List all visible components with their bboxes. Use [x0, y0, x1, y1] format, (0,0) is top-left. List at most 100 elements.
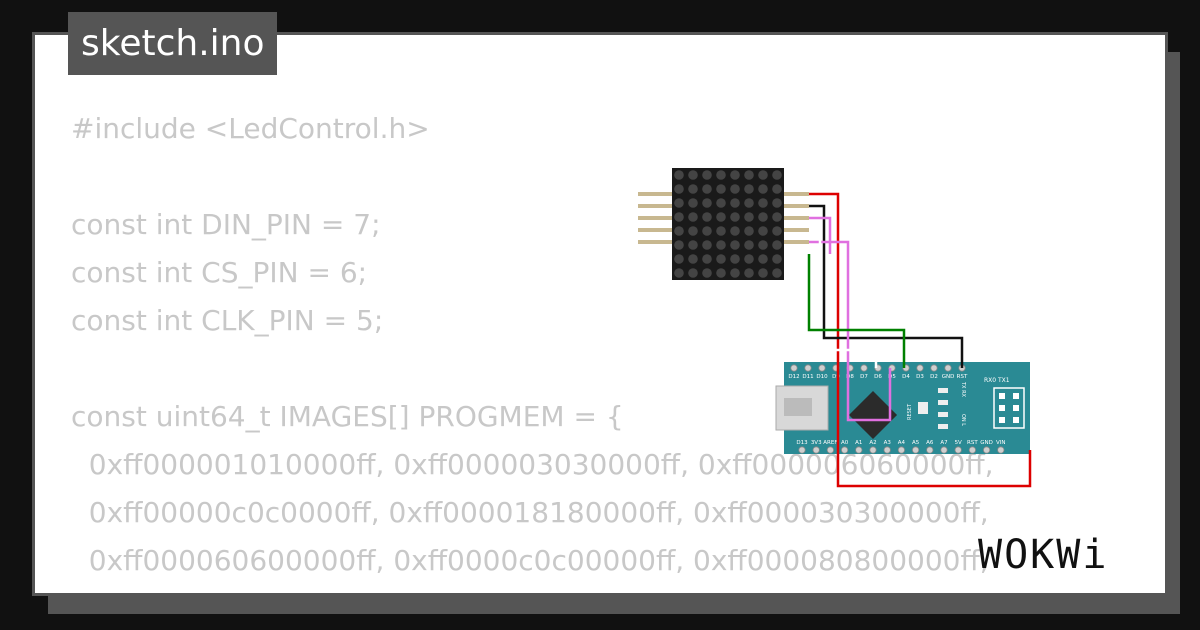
led-matrix[interactable]: [638, 168, 809, 280]
pin-label: GND: [942, 374, 955, 380]
pin-hole[interactable]: [944, 364, 952, 372]
led-dot: [702, 268, 712, 278]
led-dot: [758, 268, 768, 278]
bottom-pin-row: [798, 446, 1005, 454]
led-dot: [772, 226, 782, 236]
pin-hole[interactable]: [954, 446, 962, 454]
pin-label: D13: [796, 440, 808, 446]
led-dot: [758, 240, 768, 250]
pin-label: D4: [902, 374, 910, 380]
led-dot: [674, 268, 684, 278]
usb-connector: [775, 385, 829, 431]
reset-button[interactable]: [918, 402, 928, 414]
pin-label: 5V: [955, 440, 962, 446]
led-dot: [674, 240, 684, 250]
led-dot: [744, 198, 754, 208]
led-dot: [772, 198, 782, 208]
led-dot: [702, 184, 712, 194]
pin-hole[interactable]: [883, 446, 891, 454]
pin-hole[interactable]: [798, 446, 806, 454]
pin-label: D10: [816, 374, 828, 380]
led-dot: [730, 184, 740, 194]
led-dot: [688, 226, 698, 236]
pin-label: RST: [957, 374, 968, 380]
pin-label: A7: [940, 440, 948, 446]
wokwi-logo: WOKWi: [978, 532, 1108, 578]
led-dot: [702, 226, 712, 236]
pin-hole[interactable]: [869, 446, 877, 454]
pin-hole[interactable]: [841, 446, 849, 454]
led-dot: [702, 212, 712, 222]
pin-hole[interactable]: [930, 364, 938, 372]
pin-label: D8: [846, 374, 854, 380]
led-dot: [702, 198, 712, 208]
status-leds: [938, 388, 948, 429]
pin-hole[interactable]: [997, 446, 1005, 454]
pin-label: A4: [898, 440, 906, 446]
pin-label: D11: [802, 374, 813, 380]
led-dot: [730, 226, 740, 236]
pin-hole[interactable]: [968, 446, 976, 454]
pin-hole[interactable]: [812, 446, 820, 454]
pin-hole[interactable]: [911, 446, 920, 454]
led-dot: [674, 184, 684, 194]
pin-label: A2: [869, 440, 876, 446]
led-dot: [772, 170, 782, 180]
pin-label: A5: [912, 440, 920, 446]
pin-label: RST: [967, 440, 978, 446]
led-dot: [772, 268, 782, 278]
pin-hole[interactable]: [818, 364, 826, 372]
pin-label: A1: [855, 440, 862, 446]
led-dot: [674, 226, 684, 236]
led-dot: [772, 240, 782, 250]
code-line: const int CS_PIN = 6;: [71, 256, 368, 289]
wire-cs: [809, 228, 878, 368]
wire-din: [809, 240, 892, 422]
led-dot: [744, 170, 754, 180]
led-dot: [730, 254, 740, 264]
pin-hole[interactable]: [982, 446, 991, 454]
pin-hole[interactable]: [897, 446, 905, 454]
led-dot: [716, 212, 726, 222]
led-dot: [744, 184, 754, 194]
led-dot: [772, 184, 782, 194]
pin-hole[interactable]: [926, 446, 934, 454]
led-dot: [730, 212, 740, 222]
svg-text:WOKWi: WOKWi: [978, 532, 1108, 578]
pin-hole[interactable]: [940, 446, 948, 454]
led-dot: [716, 184, 726, 194]
led-dot: [716, 170, 726, 180]
file-tab-label: sketch.ino: [81, 23, 265, 64]
code-line: #include <LedControl.h>: [71, 112, 430, 145]
pin-label: AREF: [823, 440, 837, 446]
pin-label: A0: [841, 440, 849, 446]
led-dot: [744, 240, 754, 250]
pin-hole[interactable]: [855, 446, 863, 454]
led-dot: [716, 240, 726, 250]
pin-hole[interactable]: [860, 364, 868, 372]
led-dot: [744, 212, 754, 222]
pin-hole[interactable]: [916, 364, 924, 372]
led-dot: [730, 240, 740, 250]
pin-hole[interactable]: [790, 364, 798, 372]
pin-label: D7: [860, 374, 868, 380]
pin-label: GND: [980, 440, 993, 446]
pin-hole[interactable]: [826, 446, 834, 454]
led-dot: [688, 212, 698, 222]
led-dot: [688, 240, 698, 250]
code-line: 0xff00000c0c0000ff, 0xff000018180000ff, …: [71, 496, 989, 529]
pin-hole[interactable]: [804, 364, 812, 372]
microcontroller-chip: [848, 390, 898, 440]
led-dot: [758, 170, 768, 180]
file-tab[interactable]: sketch.ino: [68, 12, 278, 75]
pin-label: A3: [884, 440, 892, 446]
tx-rx-label: TX RX: [960, 381, 966, 398]
led-dot: [772, 212, 782, 222]
wires[interactable]: [807, 192, 1032, 488]
led-dot: [744, 268, 754, 278]
led-dot: [716, 254, 726, 264]
icsp-header: [993, 387, 1025, 429]
pin-label: D9: [832, 374, 840, 380]
